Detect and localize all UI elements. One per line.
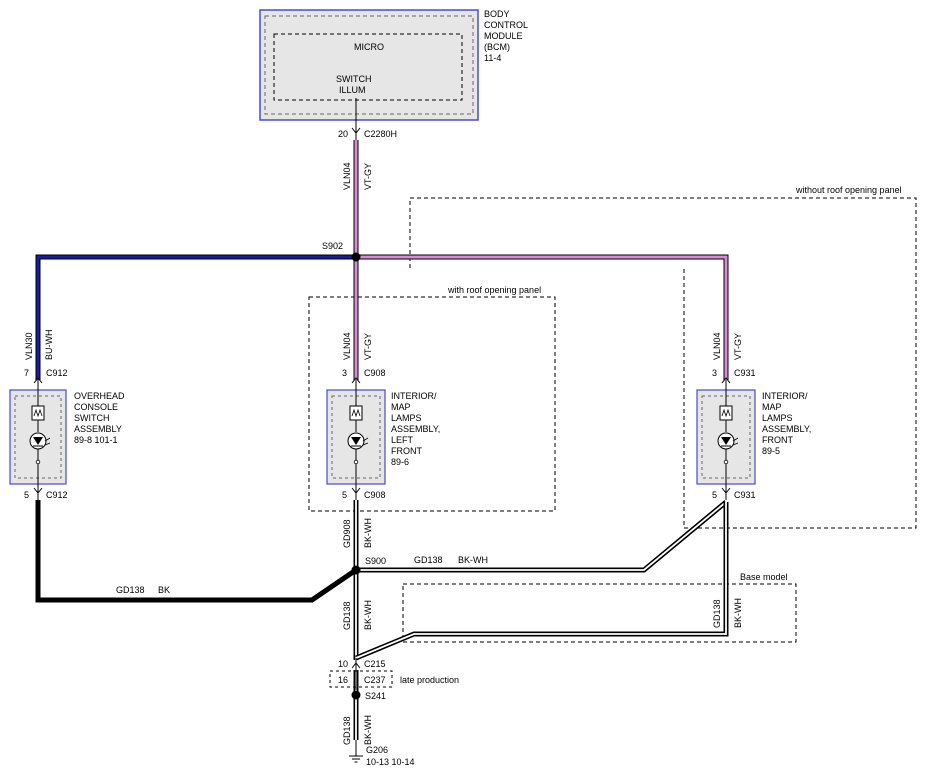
- components-overhead-lines-1-label: CONSOLE: [74, 402, 118, 412]
- components-left-front-lines-1-label: MAP: [391, 402, 411, 412]
- late-production-label: late production: [400, 675, 459, 685]
- bcm-title-1: BODY: [484, 9, 510, 19]
- label-bkwh-trunk: BK-WH: [363, 600, 373, 630]
- c2280h-pin: 20: [338, 129, 348, 139]
- components-front-lines-1-label: MAP: [762, 402, 782, 412]
- front-lamp-component: 3 C931 5 C931 INTERIOR/ MAP LAMPS ASSEMB…: [696, 368, 811, 500]
- bcm-title-2: CONTROL: [484, 20, 528, 30]
- label-vtgy-right: VT-GY: [733, 333, 743, 360]
- bcm-illum-label: ILLUM: [339, 85, 366, 95]
- base-model-box: Base model: [402, 572, 797, 643]
- components-overhead-lines-4-label: 89-8 101-1: [74, 435, 118, 445]
- splice-s900: S900: [351, 556, 386, 575]
- connector-c2280h: 20 C2280H: [338, 98, 397, 140]
- s900-label: S900: [365, 556, 386, 566]
- lower-c215-label: C215: [364, 659, 386, 669]
- s241-label: S241: [365, 691, 386, 701]
- c2280h-label: C2280H: [364, 129, 397, 139]
- s902-label: S902: [322, 241, 343, 251]
- label-bkwh-gd908: BK-WH: [363, 518, 373, 548]
- components-front-top-pin-label: 3: [712, 368, 717, 378]
- bcm-title-3: MODULE: [484, 31, 523, 41]
- label-gd138-base: GD138: [712, 599, 722, 628]
- components-overhead-top-conn-label: C912: [46, 368, 68, 378]
- components-left-front-top-pin-label: 3: [342, 368, 347, 378]
- left-front-lamp-component: 3 C908 5 C908 INTERIOR/ MAP LAMPS ASSEMB…: [326, 368, 440, 500]
- components-overhead-bot-conn-label: C912: [46, 490, 68, 500]
- bcm-title-5: 11-4: [484, 53, 501, 63]
- label-gd138-bottom: GD138: [342, 716, 352, 745]
- g206-label: G206: [366, 745, 388, 755]
- components-front-lines-5-label: 89-5: [762, 446, 780, 456]
- components-overhead-bot-pin-label: 5: [24, 490, 29, 500]
- with-roof-box: with roof opening panel: [308, 285, 556, 512]
- components-front-bot-conn-label: C931: [734, 490, 756, 500]
- components-left-front-lines-4-label: LEFT: [391, 435, 414, 445]
- components-overhead-top-pin-label: 7: [24, 368, 29, 378]
- label-vln04-right: VLN04: [712, 332, 722, 360]
- lower-wire-labels: GD908 BK-WH GD138 BK GD138 BK-WH GD138 B…: [116, 518, 743, 745]
- label-gd138-left: GD138: [116, 585, 145, 595]
- label-buwh: BU-WH: [44, 330, 54, 361]
- c215-c237-connectors: 10 C215 16 C237 late production: [329, 658, 459, 690]
- ground-g206: G206 10-13 10-14: [349, 740, 415, 767]
- lower-c237-pin-label: 16: [338, 675, 348, 685]
- components-overhead-lines-0-label: OVERHEAD: [74, 391, 125, 401]
- components-left-front-lines-5-label: FRONT: [391, 446, 422, 456]
- label-bkwh-base: BK-WH: [733, 598, 743, 628]
- components-left-front-bot-pin-label: 5: [342, 490, 347, 500]
- upper-wire-labels: VLN04 VT-GY VLN30 BU-WH VLN04 VT-GY VLN0…: [24, 162, 743, 360]
- components-front-lines-3-label: ASSEMBLY,: [762, 424, 811, 434]
- g206-refs: 10-13 10-14: [366, 757, 415, 767]
- bcm-module: MICRO SWITCH ILLUM BODY CONTROL MODULE (…: [259, 9, 528, 121]
- with-roof-label: with roof opening panel: [447, 285, 541, 295]
- lower-c215-pin-label: 10: [338, 659, 348, 669]
- bcm-switch-label: SWITCH: [336, 74, 372, 84]
- label-bk-left: BK: [158, 585, 170, 595]
- bcm-micro-label: MICRO: [354, 42, 384, 52]
- components-front-lines-0-label: INTERIOR/: [762, 391, 808, 401]
- label-vln30: VLN30: [24, 332, 34, 360]
- splice-s241: S241: [351, 690, 386, 701]
- overhead-console-component: 7 C912 5 C912 OVERHEAD CONSOLE SWITCH AS…: [9, 368, 125, 500]
- label-vtgy-top: VT-GY: [363, 163, 373, 190]
- components-left-front-top-conn-label: C908: [364, 368, 386, 378]
- splice-s902: S902: [322, 241, 361, 262]
- ground-wires: [35, 500, 729, 740]
- components-overhead-lines-2-label: SWITCH: [74, 413, 110, 423]
- label-gd908: GD908: [342, 519, 352, 548]
- label-bkwh-right: BK-WH: [458, 555, 488, 565]
- components-left-front-lines-6-label: 89-6: [391, 457, 409, 467]
- label-vtgy-mid: VT-GY: [363, 333, 373, 360]
- label-vln04-mid: VLN04: [342, 332, 352, 360]
- components-front-lines-2-label: LAMPS: [762, 413, 793, 423]
- components-left-front-lines-0-label: INTERIOR/: [391, 391, 437, 401]
- without-roof-box: without roof opening panel: [409, 185, 917, 529]
- components-overhead-lines-3-label: ASSEMBLY: [74, 424, 122, 434]
- label-bkwh-bottom: BK-WH: [363, 715, 373, 745]
- wire-vln04-group: [353, 140, 729, 380]
- components-left-front-lines-2-label: LAMPS: [391, 413, 422, 423]
- components-front-lines-4-label: FRONT: [762, 435, 793, 445]
- components-front-top-conn-label: C931: [734, 368, 756, 378]
- label-gd138-trunk: GD138: [342, 601, 352, 630]
- lower-c237-label: C237: [364, 675, 386, 685]
- label-gd138-right: GD138: [414, 555, 443, 565]
- components-left-front-lines-3-label: ASSEMBLY,: [391, 424, 440, 434]
- base-model-label: Base model: [740, 572, 788, 582]
- components-left-front-bot-conn-label: C908: [364, 490, 386, 500]
- wire-vln30: [35, 254, 356, 380]
- label-vln04-top: VLN04: [342, 162, 352, 190]
- without-roof-label: without roof opening panel: [795, 185, 902, 195]
- components-front-bot-pin-label: 5: [712, 490, 717, 500]
- bcm-title-4: (BCM): [484, 42, 510, 52]
